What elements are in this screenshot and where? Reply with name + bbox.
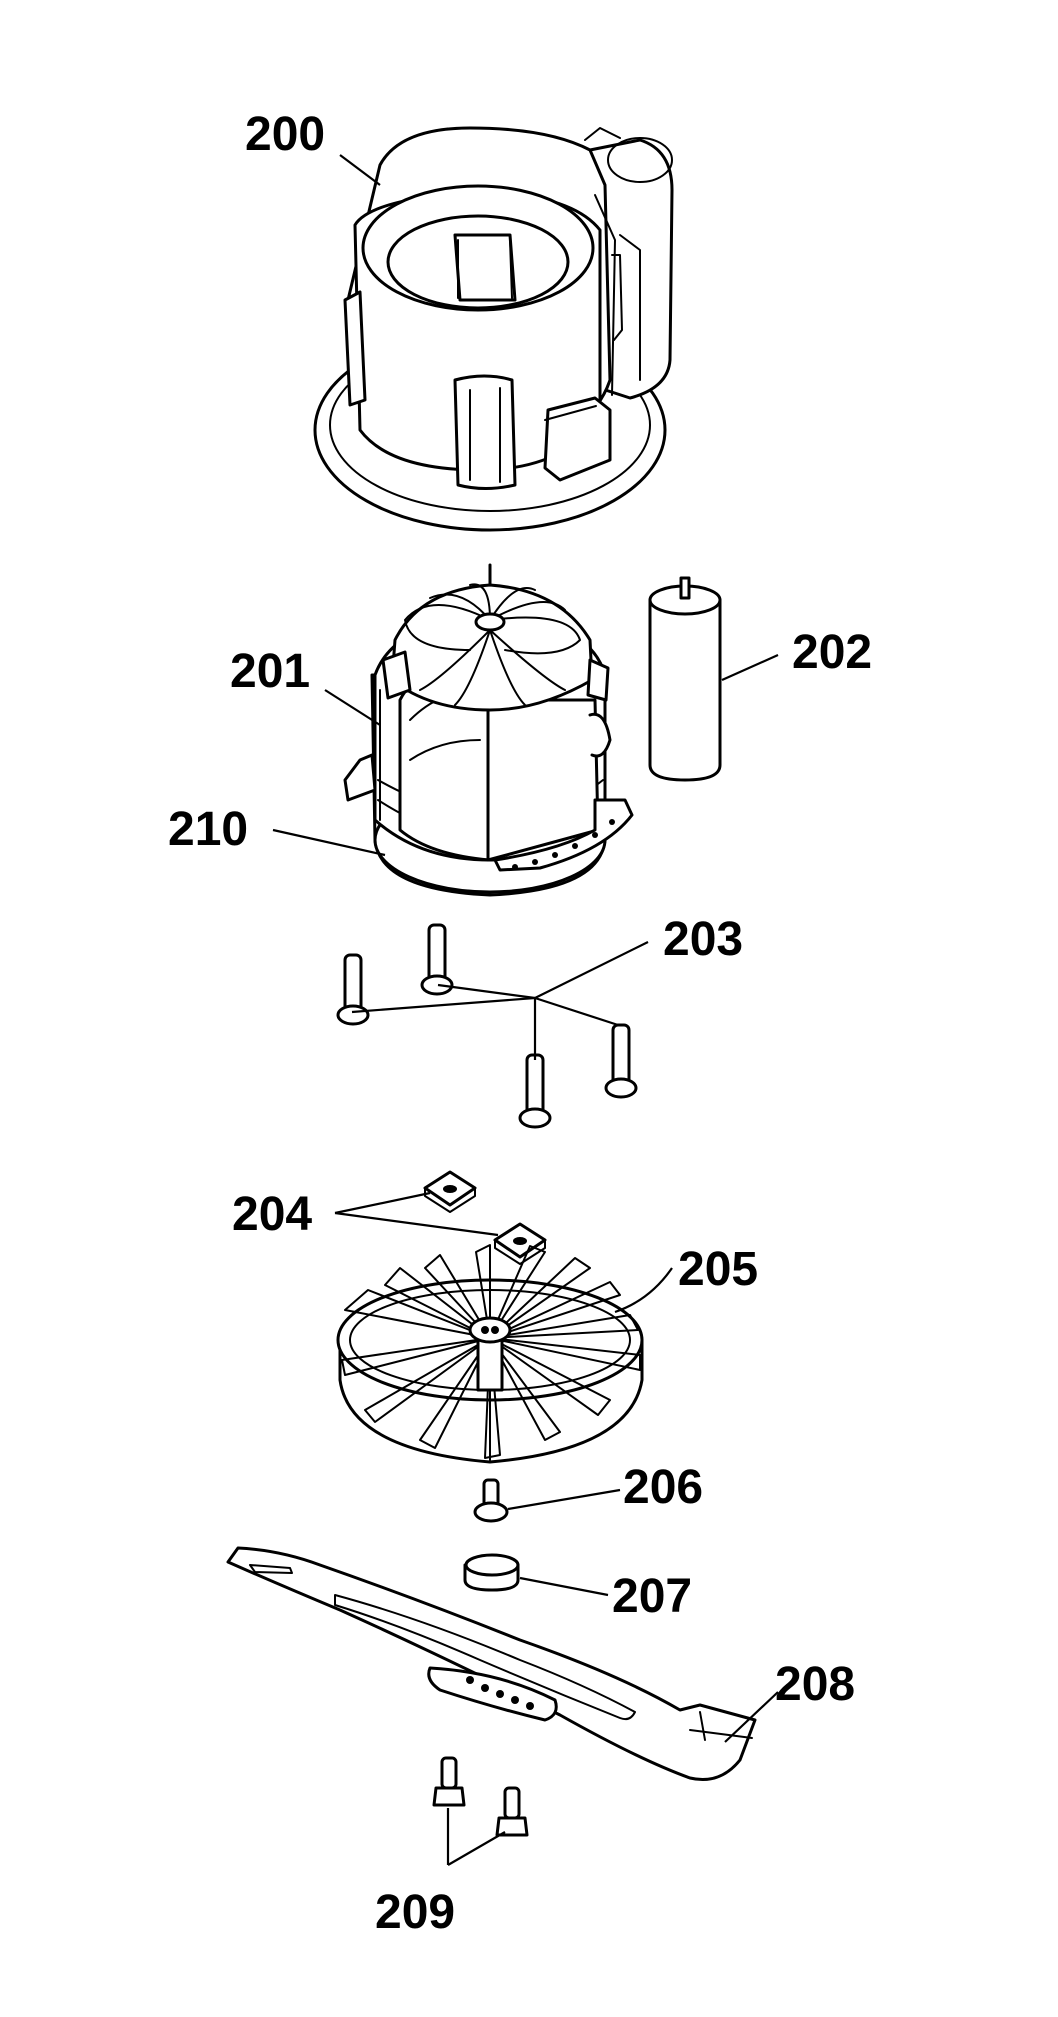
leader-205 — [614, 1267, 673, 1314]
callout-207: 207 — [612, 1570, 692, 1623]
blade-bolts-part — [432, 1756, 529, 1837]
leader-200 — [339, 154, 381, 186]
capacitor-part — [648, 576, 722, 782]
screw-3 — [518, 1053, 552, 1129]
callout-200: 200 — [245, 108, 325, 161]
blade-bolt-2 — [495, 1786, 529, 1837]
mower-blade-part — [226, 1546, 757, 1781]
callout-208: 208 — [775, 1658, 855, 1711]
motor-housing-part — [313, 126, 674, 532]
callout-203: 203 — [663, 913, 743, 966]
leader-208 — [724, 1691, 779, 1743]
screw-1 — [420, 923, 454, 996]
leader-203-b — [437, 983, 536, 1000]
callout-205: 205 — [678, 1243, 758, 1296]
blade-bolt-1 — [432, 1756, 466, 1807]
leader-203-d — [534, 996, 619, 1027]
screw-4 — [604, 1023, 638, 1099]
leader-203 — [534, 941, 649, 999]
leader-202 — [721, 653, 779, 682]
callout-206: 206 — [623, 1461, 703, 1514]
fan-bolt-part — [473, 1478, 509, 1523]
callout-210: 210 — [168, 803, 248, 856]
leader-204-a — [334, 1191, 431, 1215]
callout-204: 204 — [232, 1188, 312, 1241]
square-nuts-part — [423, 1170, 547, 1265]
motor-screws-part — [336, 923, 638, 1129]
callout-209: 209 — [375, 1886, 455, 1939]
motor-rotor-fan-part — [381, 563, 612, 758]
leader-203-a — [351, 996, 536, 1014]
callout-202: 202 — [792, 626, 872, 679]
screw-2 — [336, 953, 370, 1026]
leader-209-b — [447, 1831, 506, 1866]
leader-210 — [272, 828, 386, 857]
leader-206 — [507, 1488, 621, 1511]
cooling-fan-part — [336, 1244, 644, 1464]
leader-207 — [519, 1576, 609, 1597]
leader-204-b — [334, 1211, 499, 1237]
leader-201 — [324, 689, 381, 726]
callout-201: 201 — [230, 645, 310, 698]
leader-lines — [272, 154, 779, 1866]
spacer-part — [463, 1553, 520, 1592]
